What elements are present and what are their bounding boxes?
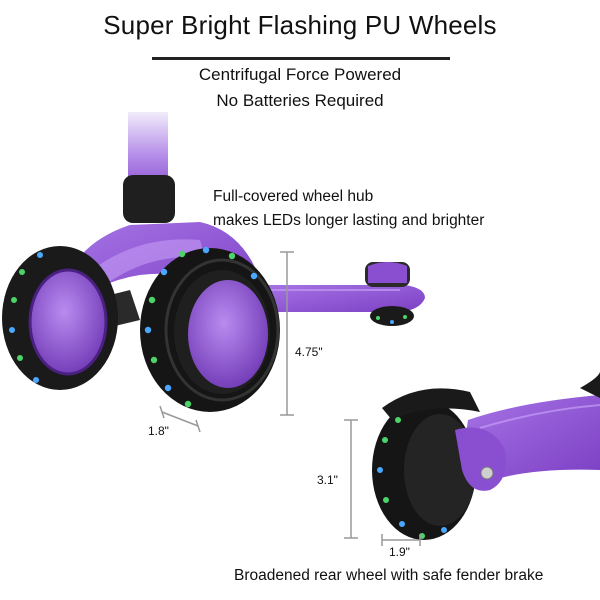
- headline: Super Bright Flashing PU Wheels: [103, 10, 497, 40]
- headline-divider: [152, 57, 450, 60]
- rear-width-label: 1.9": [389, 545, 410, 559]
- front-left-leds: [9, 252, 43, 383]
- top-rear-wheel: [370, 306, 414, 326]
- front-height-dimension: [280, 251, 294, 416]
- rear-height-label: 3.1": [317, 473, 338, 487]
- rear-wheel: [372, 388, 506, 540]
- hub-callout-line-1: Full-covered wheel hub: [213, 188, 374, 205]
- front-width-label: 1.8": [148, 424, 169, 438]
- rear-width-dimension: [381, 534, 421, 546]
- subtitle-line-2: No Batteries Required: [216, 91, 384, 110]
- front-width-dimension: [159, 405, 201, 433]
- handlebar-stem: [123, 112, 175, 223]
- front-left-wheel: [2, 246, 118, 390]
- front-right-wheel: [140, 248, 280, 412]
- front-height-label: 4.75": [295, 345, 323, 359]
- front-right-leds: [144, 246, 258, 408]
- hub-callout-line-2: makes LEDs longer lasting and brighter: [213, 212, 485, 229]
- rear-wheel-caption: Broadened rear wheel with safe fender br…: [234, 567, 544, 584]
- subtitle-line-1: Centrifugal Force Powered: [198, 65, 402, 84]
- deck: [255, 262, 425, 312]
- rear-height-dimension: [344, 419, 358, 539]
